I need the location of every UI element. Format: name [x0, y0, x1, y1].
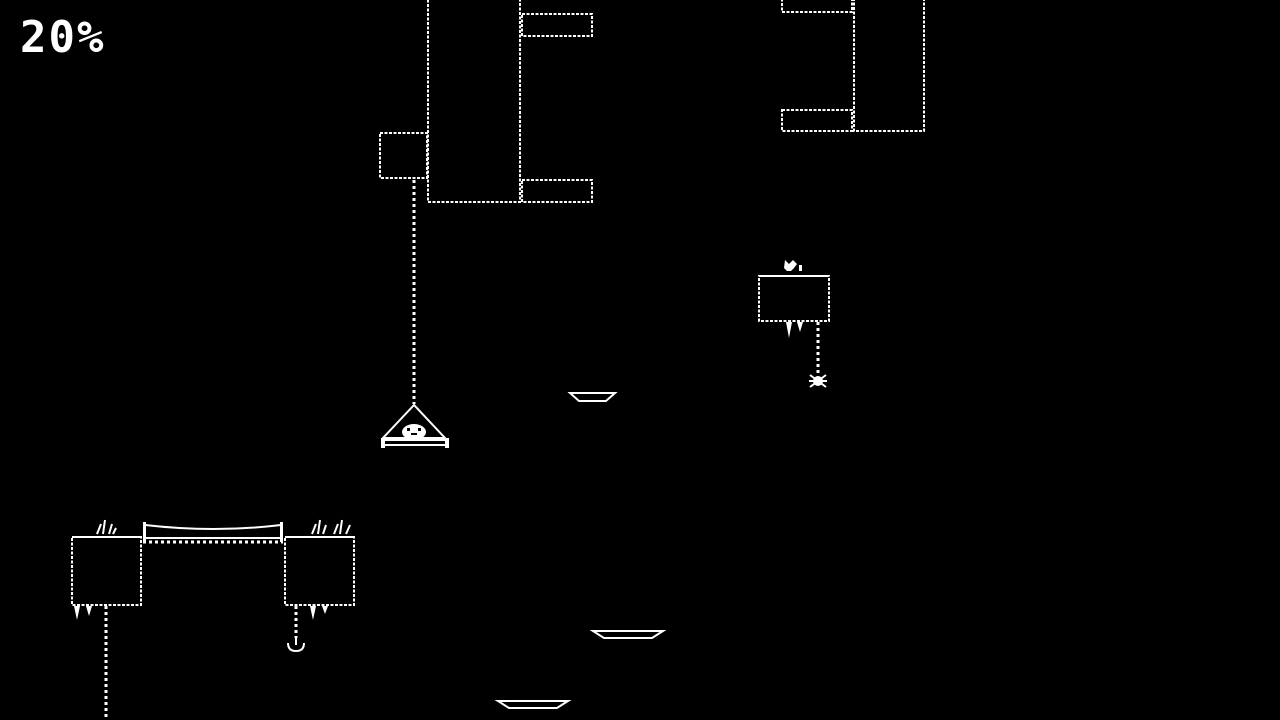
hook-icon	[287, 638, 305, 653]
spider-icon	[809, 374, 827, 388]
icicle-icon	[786, 322, 803, 338]
floating-ledge-3	[494, 700, 572, 709]
bottom-right-block	[284, 536, 355, 606]
bat-icon	[784, 260, 802, 271]
floating-ledge-1	[567, 392, 618, 402]
player-bird-icon	[402, 424, 426, 440]
bottom-left-block	[71, 536, 142, 606]
rope-bridge	[143, 522, 283, 544]
top-center-pillar	[379, 0, 593, 203]
floating-ledge-2	[589, 630, 667, 639]
top-right-pillar	[781, 0, 925, 132]
progress-percent: 20%	[20, 12, 106, 63]
floating-block-right	[758, 275, 830, 322]
grass-tuft-icon	[96, 519, 351, 535]
icicle-icon	[74, 606, 328, 620]
